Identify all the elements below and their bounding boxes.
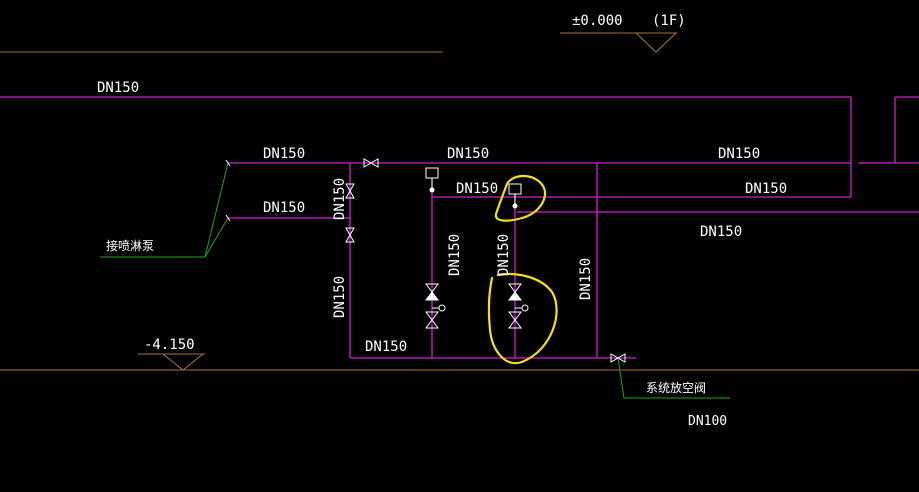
gate-valve-icon <box>345 183 355 199</box>
pipe-end-tick <box>225 214 231 222</box>
level-marker-ground <box>635 32 677 53</box>
label-drain: DN100 <box>688 414 727 429</box>
leader-pump-2 <box>204 217 229 258</box>
label-middle-branch: DN150 <box>456 181 498 197</box>
label-top-main: DN150 <box>97 80 139 96</box>
level-basement: -4.150 <box>144 337 195 353</box>
vent-valve-icon <box>610 353 626 363</box>
pipes <box>0 96 919 359</box>
leaders <box>100 162 730 399</box>
gate-valve-icon <box>363 158 379 168</box>
gate-valve-icon <box>345 227 355 243</box>
annotation-vent-valve: 系统放空阀 <box>646 380 706 395</box>
markup <box>487 174 558 365</box>
leader-vent <box>617 357 730 399</box>
label-center-riser: DN150 <box>447 234 463 276</box>
level-marker-basement <box>162 353 204 371</box>
annotation-pump-connection: 接喷淋泵 <box>106 238 154 253</box>
air-valve-icon <box>508 183 522 209</box>
label-center-riser-2: DN150 <box>496 234 512 276</box>
valve-stack-icon <box>425 283 446 329</box>
valves <box>225 158 626 363</box>
level-ground-floor: (1F) <box>652 13 686 29</box>
label-left-riser: DN150 <box>332 276 348 318</box>
valve-stack-icon <box>508 283 529 329</box>
label-right-top: DN150 <box>718 146 760 162</box>
level-ground: ±0.000 <box>572 13 623 29</box>
pipe-end-tick <box>225 159 231 167</box>
label-branch-lower-left: DN150 <box>263 200 305 216</box>
label-bottom-header: DN150 <box>365 339 407 355</box>
label-left-riser-short: DN150 <box>332 178 348 220</box>
label-branch-upper-left: DN150 <box>263 146 305 162</box>
floor-lines <box>0 32 919 371</box>
markup-circle-lower <box>487 273 558 365</box>
markup-circle-upper <box>494 174 547 222</box>
labels: ±0.000 (1F) -4.150 DN150 DN150 DN150 DN1… <box>97 13 787 429</box>
label-middle-top: DN150 <box>447 146 489 162</box>
air-valve-icon <box>425 167 439 193</box>
label-right-riser: DN150 <box>578 258 594 300</box>
label-right-lower: DN150 <box>700 224 742 240</box>
label-right-middle: DN150 <box>745 181 787 197</box>
